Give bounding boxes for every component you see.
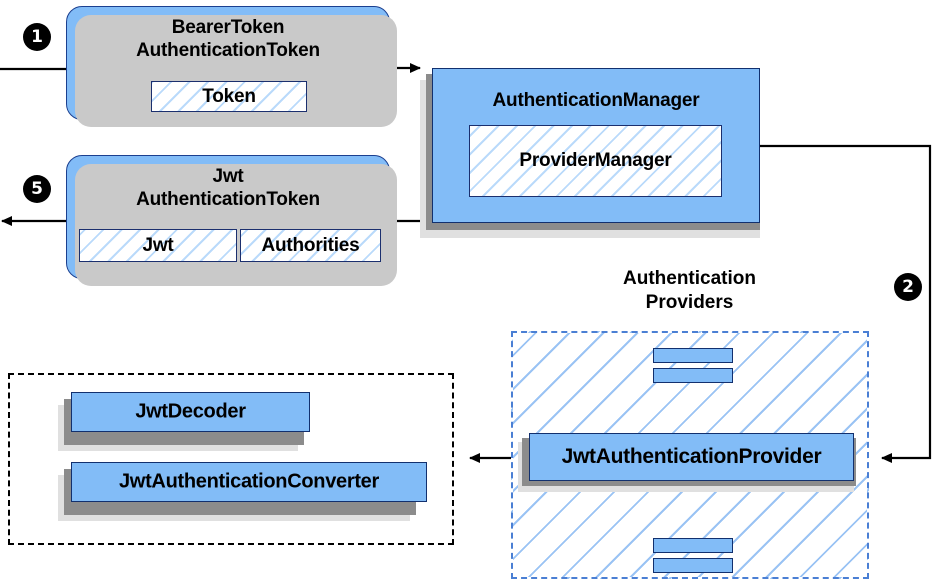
badge-step-2: 2	[895, 274, 921, 300]
jwt-authentication-converter-label: JwtAuthenticationConverter	[118, 470, 379, 493]
card-shadow	[75, 164, 397, 286]
provider-stack-bar-top-1	[653, 348, 733, 363]
jwt-decoder-label: JwtDecoder	[135, 400, 246, 423]
provider-stack-bar-bottom-1	[653, 538, 733, 553]
slot-provider-manager-label: ProviderManager	[519, 150, 672, 171]
jwt-authentication-token-title: Jwt AuthenticationToken	[136, 166, 320, 210]
slot-authorities: Authorities	[240, 229, 381, 262]
authentication-manager-title: AuthenticationManager	[492, 90, 700, 111]
node-bearer-token-authentication-token[interactable]: BearerToken AuthenticationToken Token	[66, 6, 397, 127]
node-jwt-authentication-converter[interactable]: JwtAuthenticationConverter	[71, 462, 427, 502]
node-jwt-decoder[interactable]: JwtDecoder	[71, 392, 310, 432]
slot-jwt: Jwt	[79, 229, 237, 262]
badge-step-1: 1	[24, 24, 50, 50]
slot-provider-manager: ProviderManager	[469, 125, 722, 197]
badge-step-5: 5	[24, 176, 50, 202]
jwt-authentication-provider-label: JwtAuthenticationProvider	[561, 445, 822, 468]
node-authentication-manager[interactable]: AuthenticationManager ProviderManager	[432, 68, 760, 223]
bearer-token-title: BearerToken AuthenticationToken	[136, 17, 320, 61]
slot-token-label: Token	[202, 85, 256, 107]
node-jwt-authentication-token[interactable]: Jwt AuthenticationToken Jwt Authorities	[66, 155, 397, 286]
slot-authorities-label: Authorities	[261, 234, 360, 256]
slot-token: Token	[151, 81, 307, 112]
slot-jwt-label: Jwt	[142, 234, 174, 256]
node-jwt-authentication-provider[interactable]: JwtAuthenticationProvider	[529, 433, 854, 481]
provider-stack-bar-bottom-2	[653, 558, 733, 573]
authentication-providers-label: Authentication Providers	[623, 268, 756, 313]
provider-stack-bar-top-2	[653, 368, 733, 383]
